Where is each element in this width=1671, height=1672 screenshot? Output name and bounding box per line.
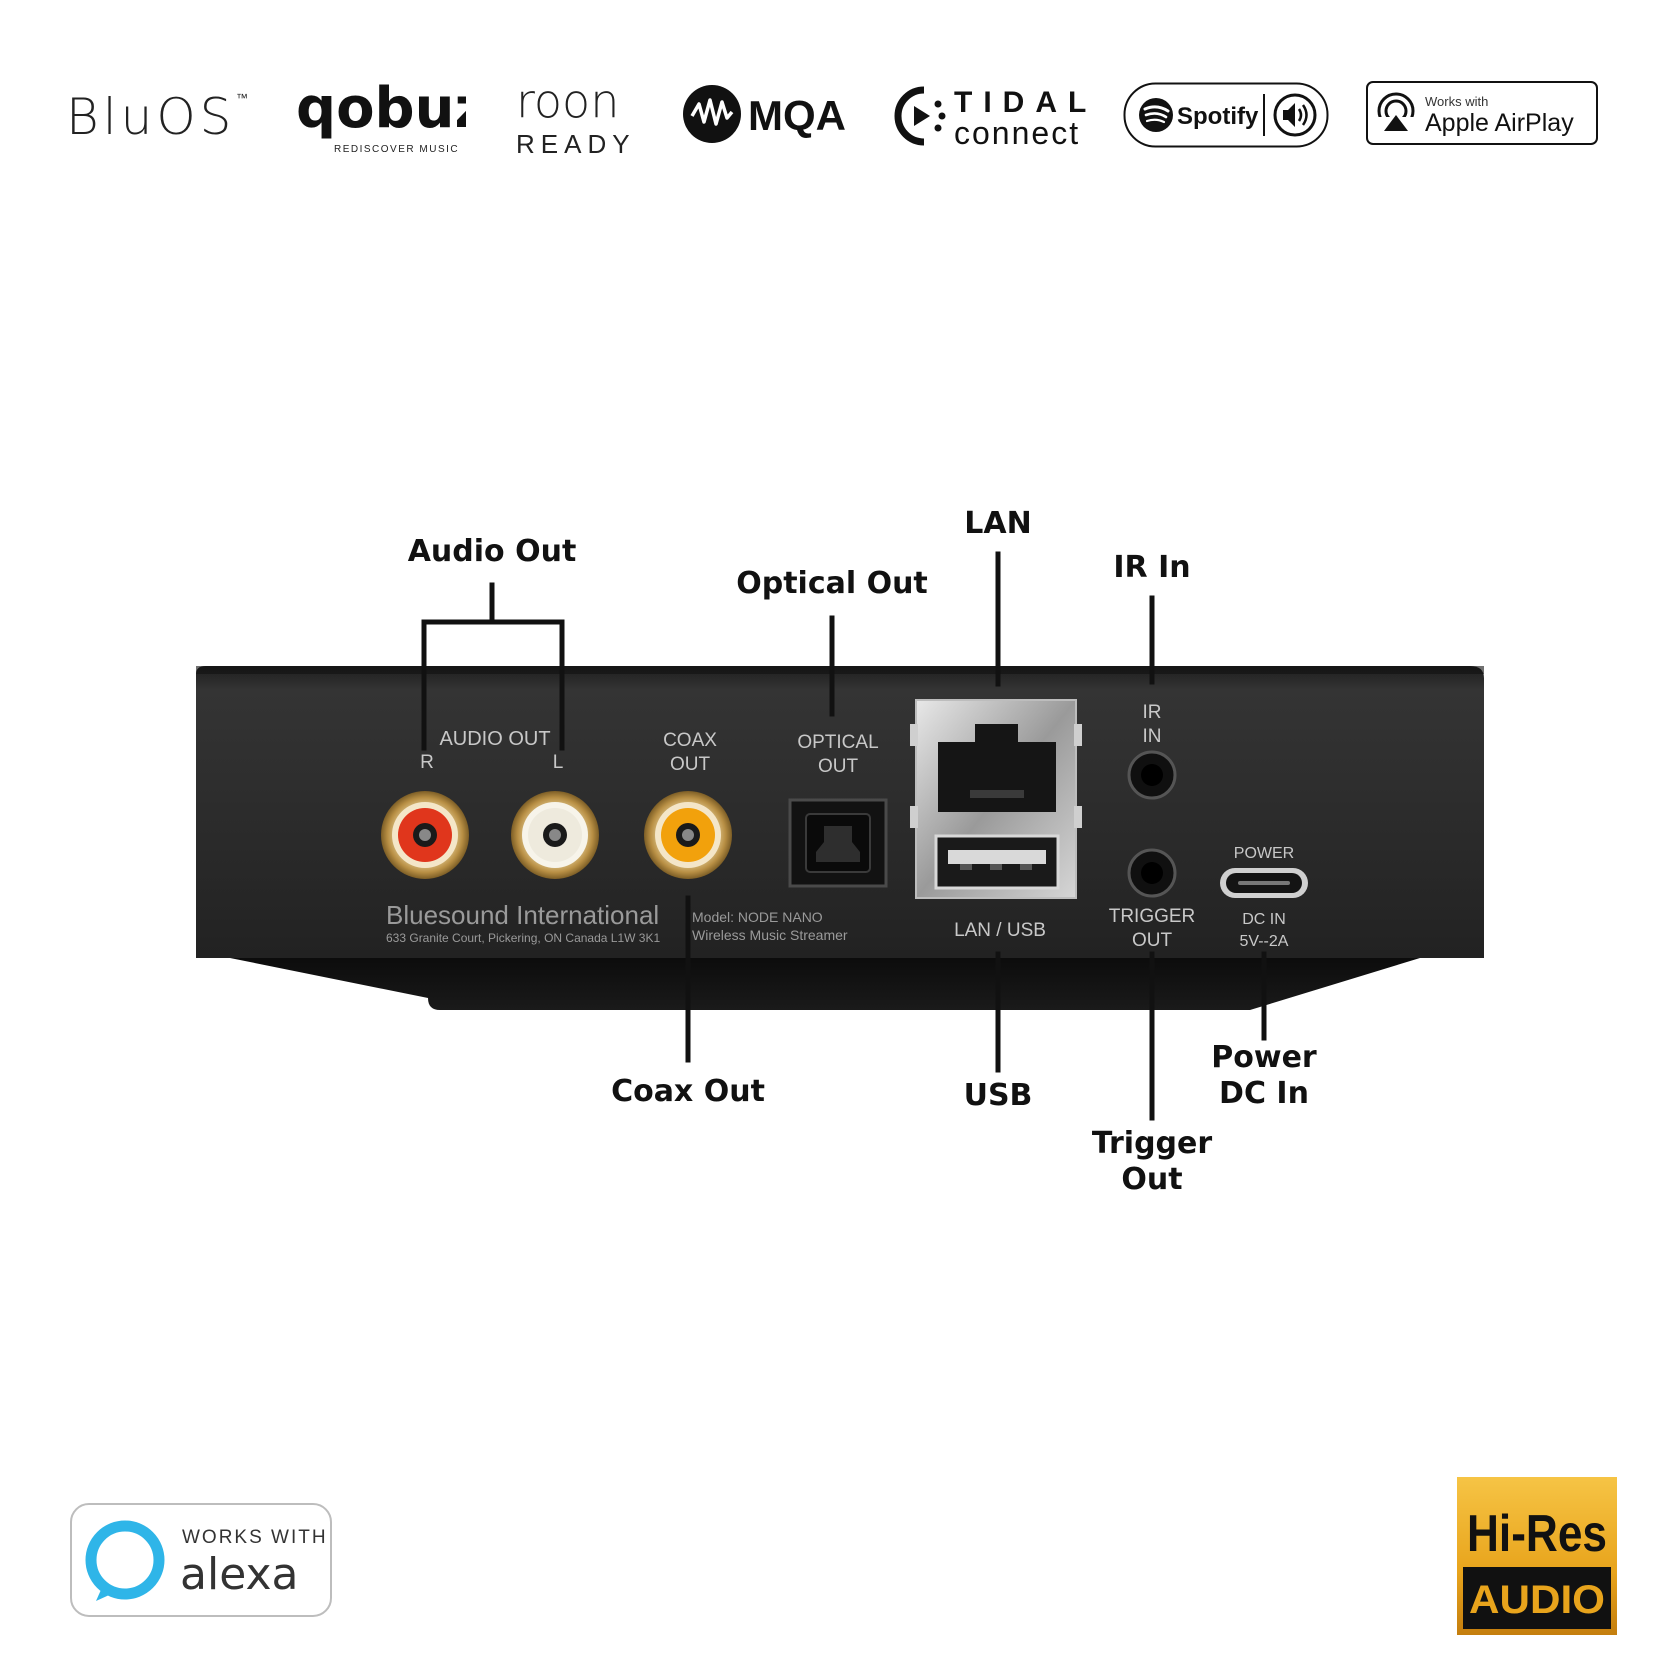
- power-usbc-port: [1220, 868, 1308, 898]
- rca-right-jack: [381, 791, 469, 879]
- lan-usb-housing: [910, 699, 1082, 899]
- spotify-connect-badge: Spotify: [1123, 82, 1329, 148]
- panel-brand: Bluesound International: [386, 900, 659, 930]
- panel-model: Model: NODE NANO: [692, 909, 823, 925]
- panel-trigger-label-1: TRIGGER: [1109, 906, 1196, 927]
- qobuz-logo-text: qobuz: [296, 76, 466, 141]
- bluos-tm: ™: [236, 91, 248, 105]
- panel-trigger-label-2: OUT: [1132, 930, 1173, 951]
- qobuz-tagline: REDISCOVER MUSIC: [334, 144, 459, 155]
- tidal-connect-logo: TIDAL connect: [894, 86, 1090, 151]
- callout-usb: USB: [963, 1078, 1033, 1113]
- callout-optical-out: Optical Out: [736, 566, 928, 601]
- audio-out-leader: [421, 582, 565, 751]
- panel-address: 633 Granite Court, Pickering, ON Canada …: [386, 931, 660, 945]
- airplay-small-text: Works with: [1425, 94, 1488, 109]
- mqa-logo: MQA: [683, 85, 846, 143]
- trigger-out-jack: [1127, 848, 1177, 898]
- works-with-alexa-badge: WORKS WITH alexa: [70, 1503, 332, 1617]
- panel-audio-out-label: AUDIO OUT: [439, 728, 550, 750]
- hires-top-text: Hi-Res: [1467, 1505, 1607, 1563]
- panel-optical-label-1: OPTICAL: [797, 732, 878, 753]
- optical-port: [788, 798, 888, 888]
- hires-bottom-text: AUDIO: [1469, 1578, 1605, 1622]
- roon-text: roon: [516, 75, 619, 128]
- device-base: [230, 958, 1420, 1010]
- callout-audio-out: Audio Out: [407, 534, 577, 569]
- panel-power-label: POWER: [1234, 845, 1294, 862]
- hi-res-audio-badge: Hi-Res AUDIO: [1457, 1477, 1617, 1635]
- rca-left-jack: [511, 791, 599, 879]
- panel-coax-label-2: OUT: [670, 754, 711, 775]
- panel-ir-label-2: IN: [1143, 726, 1162, 747]
- panel-r-label: R: [420, 752, 434, 773]
- qobuz-logo: qobuz REDISCOVER MUSIC: [296, 76, 466, 155]
- coax-jack: [644, 791, 732, 879]
- callout-ir-in: IR In: [1113, 550, 1191, 585]
- alexa-small-text: WORKS WITH: [182, 1527, 328, 1548]
- alexa-big-text: alexa: [180, 1549, 299, 1600]
- connect-text: connect: [954, 115, 1080, 151]
- ready-text: READY: [516, 129, 636, 159]
- callout-lan: LAN: [964, 506, 1032, 541]
- apple-airplay-badge: Works with Apple AirPlay: [1366, 81, 1598, 145]
- bluos-logo-text: BluOS: [66, 88, 235, 146]
- mqa-text: MQA: [748, 92, 846, 139]
- spotify-text: Spotify: [1177, 103, 1259, 130]
- panel-lan-usb-label: LAN / USB: [954, 920, 1046, 941]
- callout-coax-out: Coax Out: [611, 1074, 765, 1109]
- panel-optical-label-2: OUT: [818, 756, 859, 777]
- panel-l-label: L: [553, 752, 564, 773]
- panel-dcin-label-1: DC IN: [1242, 911, 1286, 928]
- bluos-logo: BluOS ™: [66, 88, 248, 146]
- panel-dcin-label-2: 5V--2A: [1240, 933, 1289, 950]
- lan-port: [938, 724, 1056, 812]
- tidal-text: TIDAL: [954, 86, 1090, 119]
- panel-coax-label-1: COAX: [663, 730, 717, 751]
- roon-ready-logo: roon READY: [516, 75, 636, 159]
- panel-ir-label-1: IR: [1143, 702, 1162, 723]
- logo-bar: BluOS ™ qobuz REDISCOVER MUSIC roon READ…: [0, 60, 1671, 170]
- panel-model-desc: Wireless Music Streamer: [692, 927, 848, 943]
- ir-in-jack: [1127, 750, 1177, 800]
- airplay-big-text: Apple AirPlay: [1425, 109, 1574, 137]
